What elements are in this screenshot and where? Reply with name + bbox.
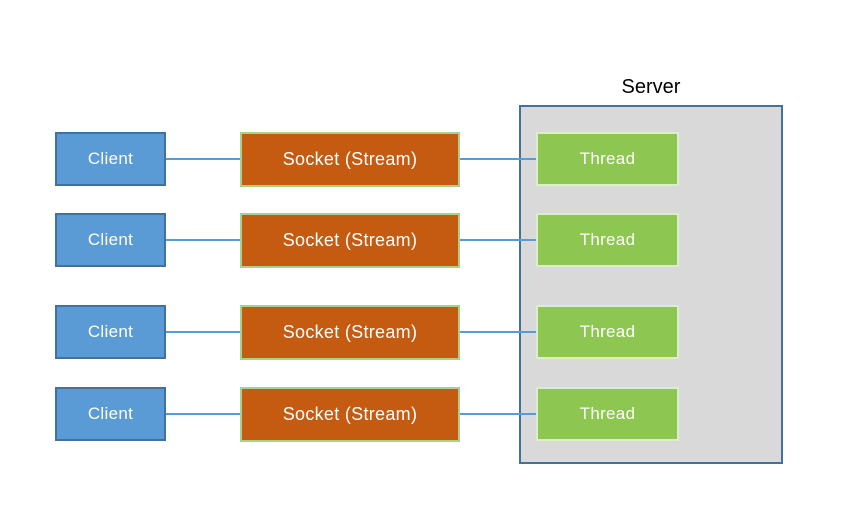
diagram-row: Client Socket (Stream) Thread: [0, 212, 854, 268]
socket-label: Socket (Stream): [282, 148, 418, 169]
diagram-row: Client Socket (Stream) Thread: [0, 304, 854, 360]
socket-box: Socket (Stream): [240, 212, 460, 268]
socket-box: Socket (Stream): [240, 131, 460, 187]
client-box: Client: [55, 387, 166, 441]
client-socket-connector: [166, 413, 240, 415]
client-label: Client: [87, 322, 134, 341]
client-box: Client: [55, 213, 166, 267]
client-box: Client: [55, 305, 166, 359]
socket-box: Socket (Stream): [240, 304, 460, 360]
socket-label: Socket (Stream): [282, 321, 418, 342]
client-label: Client: [87, 404, 134, 423]
socket-thread-connector: [460, 331, 536, 333]
diagram-row: Client Socket (Stream) Thread: [0, 131, 854, 187]
thread-box: Thread: [536, 213, 679, 267]
diagram-row: Client Socket (Stream) Thread: [0, 386, 854, 442]
socket-thread-connector: [460, 413, 536, 415]
socket-thread-connector: [460, 158, 536, 160]
thread-label: Thread: [579, 230, 636, 249]
client-box: Client: [55, 132, 166, 186]
socket-box: Socket (Stream): [240, 386, 460, 442]
thread-label: Thread: [579, 149, 636, 168]
socket-label: Socket (Stream): [282, 403, 418, 424]
server-title: Server: [621, 76, 681, 98]
client-socket-connector: [166, 331, 240, 333]
thread-label: Thread: [579, 322, 636, 341]
socket-thread-connector: [460, 239, 536, 241]
thread-box: Thread: [536, 387, 679, 441]
client-socket-connector: [166, 239, 240, 241]
client-socket-connector: [166, 158, 240, 160]
thread-label: Thread: [579, 404, 636, 423]
thread-box: Thread: [536, 132, 679, 186]
client-label: Client: [87, 230, 134, 249]
client-label: Client: [87, 149, 134, 168]
thread-box: Thread: [536, 305, 679, 359]
socket-label: Socket (Stream): [282, 229, 418, 250]
